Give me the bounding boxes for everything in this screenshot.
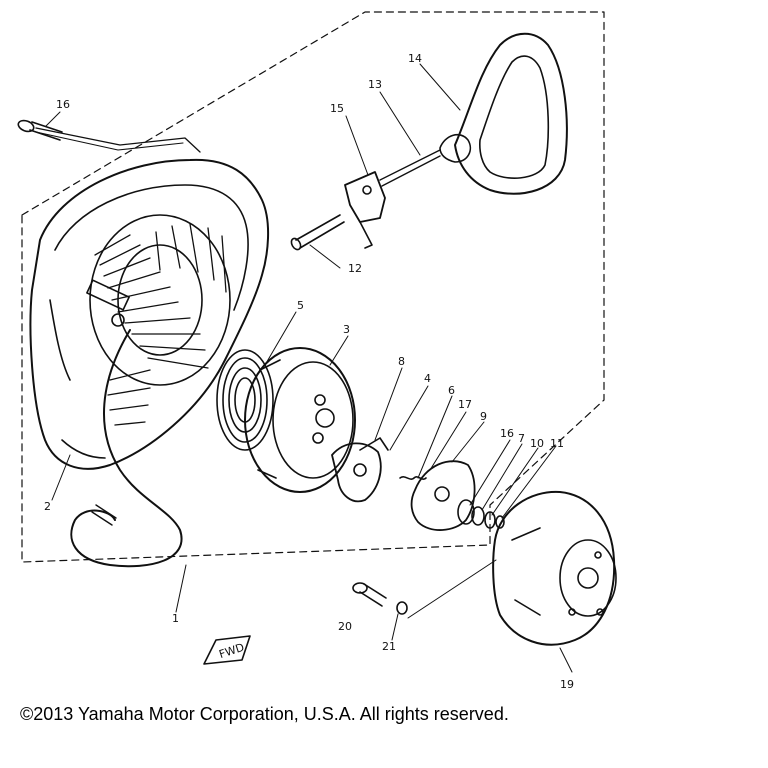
recoil-spring (216, 349, 274, 451)
callout-6: 6 (448, 384, 455, 397)
bolt-18 (17, 119, 63, 141)
spring-6 (399, 476, 427, 480)
friction-plate (410, 460, 476, 531)
rope-pin (290, 214, 345, 251)
callout-15: 15 (330, 102, 344, 115)
callout-17: 17 (458, 398, 472, 411)
leader-lines (45, 63, 573, 673)
callout-19: 19 (560, 678, 574, 691)
washers (457, 499, 505, 529)
callout-16: 16 (500, 427, 514, 440)
callout-3: 3 (343, 323, 350, 336)
starter-rope (379, 149, 441, 187)
starter-handle (439, 32, 568, 195)
callout-4: 4 (424, 372, 431, 385)
callout-11: 11 (550, 437, 564, 450)
cable-loop (70, 329, 183, 568)
callout-12: 12 (348, 262, 362, 275)
callout-20: 20 (338, 620, 352, 633)
callout-5: 5 (297, 299, 304, 312)
callout-1: 1 (172, 612, 179, 625)
callout-9: 9 (480, 410, 487, 423)
starter-case (29, 158, 270, 470)
assembly-boundary (21, 11, 605, 563)
forward-marker-label: FWD (217, 641, 245, 661)
ratchet (331, 437, 389, 503)
callout-8: 8 (398, 355, 405, 368)
rope-guide (344, 171, 386, 249)
copyright-notice: ©2013 Yamaha Motor Corporation, U.S.A. A… (20, 704, 509, 724)
callout-labels: 16 15 13 14 12 5 3 8 4 6 17 9 16 7 10 11… (44, 52, 574, 691)
rope-pulley (244, 347, 356, 493)
washer-21 (396, 601, 408, 615)
starter-cover (492, 490, 617, 646)
recoil-starter-exploded-diagram: FWD 16 15 13 14 12 5 3 8 4 6 17 9 16 7 1… (17, 11, 617, 691)
bolt-20 (352, 582, 387, 607)
callout-7: 7 (518, 432, 525, 445)
callout-21: 21 (382, 640, 396, 653)
callout-10: 10 (530, 437, 544, 450)
callout-14: 14 (408, 52, 422, 65)
callout-2: 2 (44, 500, 51, 513)
callout-13: 13 (368, 78, 382, 91)
callout-18: 16 (56, 98, 70, 111)
forward-arrow-icon: FWD (203, 635, 251, 665)
